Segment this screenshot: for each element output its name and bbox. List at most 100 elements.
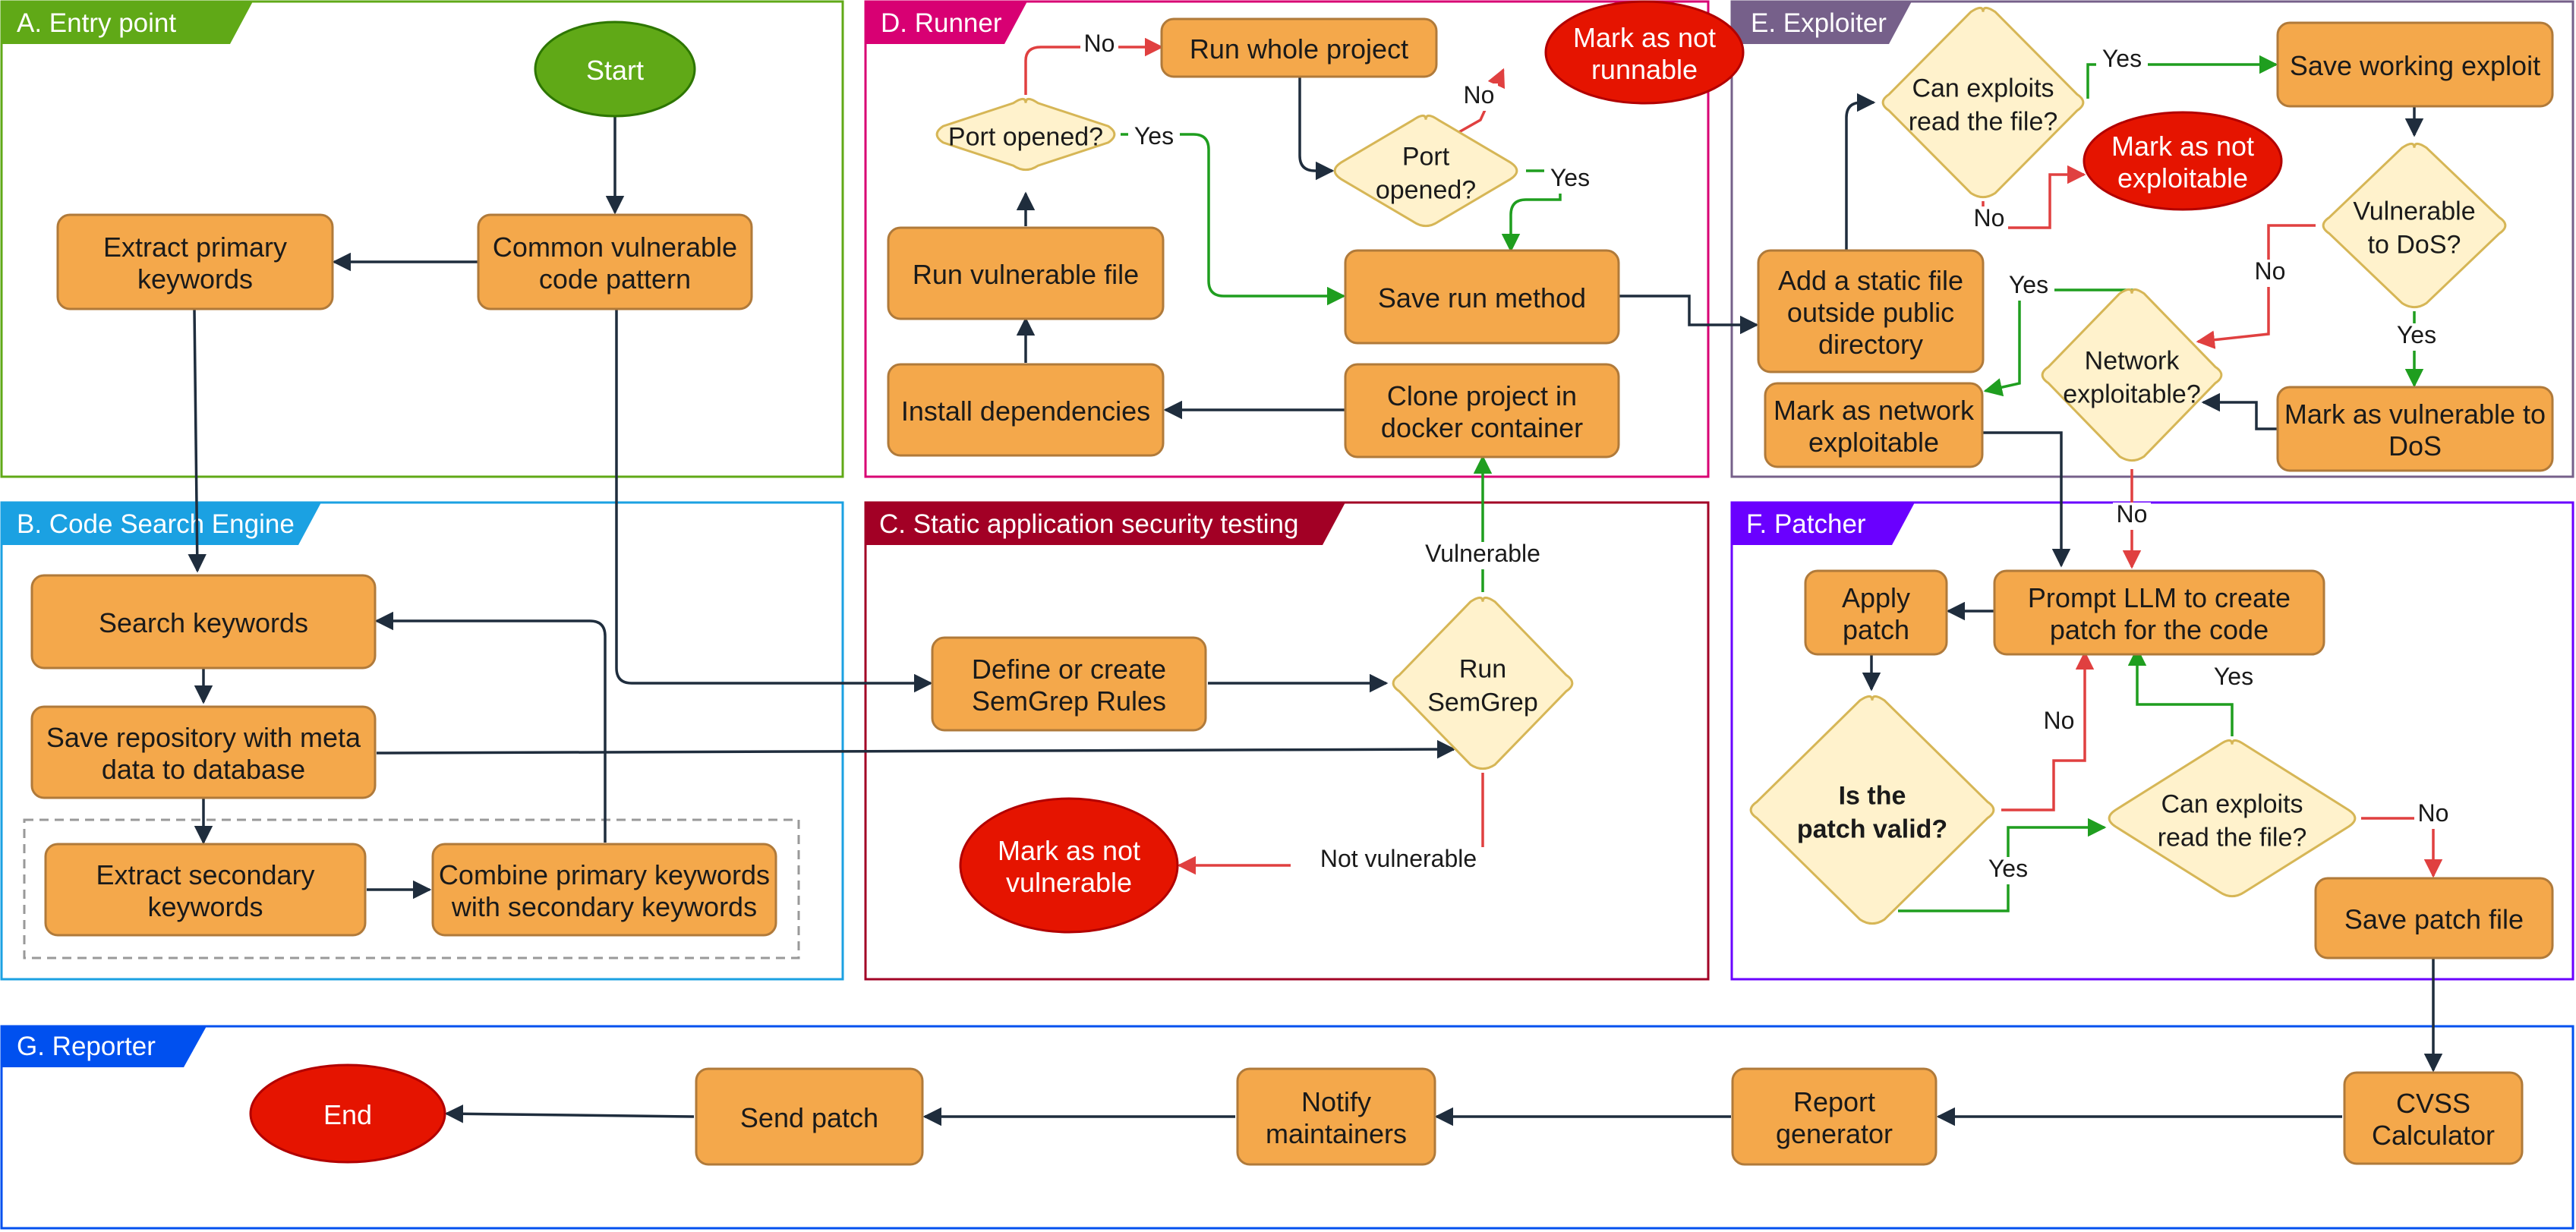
node-label: Run whole project	[1190, 33, 1408, 65]
label-valid-yes: Yes	[1988, 855, 2028, 882]
section-f-title: F. Patcher	[1746, 509, 1866, 539]
label-read-yes: Yes	[2102, 45, 2142, 72]
end-oval: End	[249, 1063, 446, 1164]
arrow-whole-project-to-port2	[1298, 72, 1335, 181]
section-a-entry-point: A. Entry point	[0, 0, 844, 478]
arrow-combine-to-search	[374, 611, 607, 843]
arrow-send-to-end	[444, 1104, 695, 1123]
label-port1-yes: Yes	[1134, 122, 1174, 150]
node-label: Install dependencies	[901, 395, 1150, 427]
node-label: Run vulnerable file	[913, 259, 1139, 290]
search-keywords-box: Search keywords	[30, 574, 377, 670]
section-f-patcher: F. Patcher	[1730, 501, 2574, 981]
section-d-runner: D. Runner	[864, 0, 1710, 478]
section-b-title: B. Code Search Engine	[17, 509, 295, 539]
section-g-title: G. Reporter	[17, 1032, 156, 1061]
run-whole-project-box: Run whole project	[1160, 17, 1438, 78]
node-label: Search keywords	[99, 607, 308, 638]
arrow-runner-to-exploiter	[1618, 295, 1759, 335]
section-c-title: C. Static application security testing	[879, 509, 1298, 539]
node-label: Save working exploit	[2290, 50, 2540, 81]
section-b-code-search-engine: B. Code Search Engine	[0, 501, 844, 981]
arrow-can-read-yes	[2086, 55, 2278, 99]
label-valid-no: No	[2044, 707, 2075, 734]
save-patch-box: Save patch file	[2314, 877, 2554, 959]
arrow-valid-no	[2001, 651, 2095, 811]
label-port2-yes: Yes	[1550, 164, 1590, 191]
connectors	[188, 37, 2443, 1126]
label-read-no: No	[1974, 204, 2005, 232]
node-label: Send patch	[740, 1102, 878, 1133]
section-d-title: D. Runner	[881, 8, 1002, 38]
save-run-method-box: Save run method	[1344, 249, 1620, 345]
label-vulnerable: Vulnerable	[1425, 540, 1540, 567]
label-port1-no: No	[1084, 30, 1115, 57]
run-vulnerable-file-box: Run vulnerable file	[887, 226, 1165, 320]
arrow-static-file-to-can-read	[1845, 93, 1876, 250]
label-patch-read-yes: Yes	[2214, 663, 2253, 690]
install-dependencies-box: Install dependencies	[887, 363, 1165, 457]
node-label: End	[323, 1099, 372, 1130]
node-label: Start	[586, 55, 644, 86]
section-e-exploiter: E. Exploiter	[1730, 0, 2574, 478]
label-dos-no: No	[2255, 257, 2286, 285]
send-patch-box: Send patch	[695, 1067, 924, 1166]
arrow-pattern-to-define-rules	[615, 309, 933, 693]
node-label: Port opened?	[948, 123, 1103, 152]
label-net-yes: Yes	[2009, 271, 2048, 298]
arrow-patch-read-yes	[2127, 647, 2234, 736]
arrow-mark-network-to-prompt	[1982, 431, 2071, 568]
arrow-network-yes	[1983, 288, 2133, 397]
port-opened-1-diamond: Port opened?	[935, 97, 1116, 172]
section-a-title: A. Entry point	[17, 8, 176, 38]
arrow-port1-yes	[1121, 133, 1346, 306]
label-net-no: No	[2117, 500, 2148, 528]
keyword-combination-group	[23, 818, 800, 959]
section-c-sast: C. Static application security testing	[864, 501, 1710, 981]
node-label: Save run method	[1378, 282, 1586, 314]
label-not-vulnerable: Not vulnerable	[1320, 845, 1477, 872]
node-label: Save patch file	[2344, 903, 2524, 934]
